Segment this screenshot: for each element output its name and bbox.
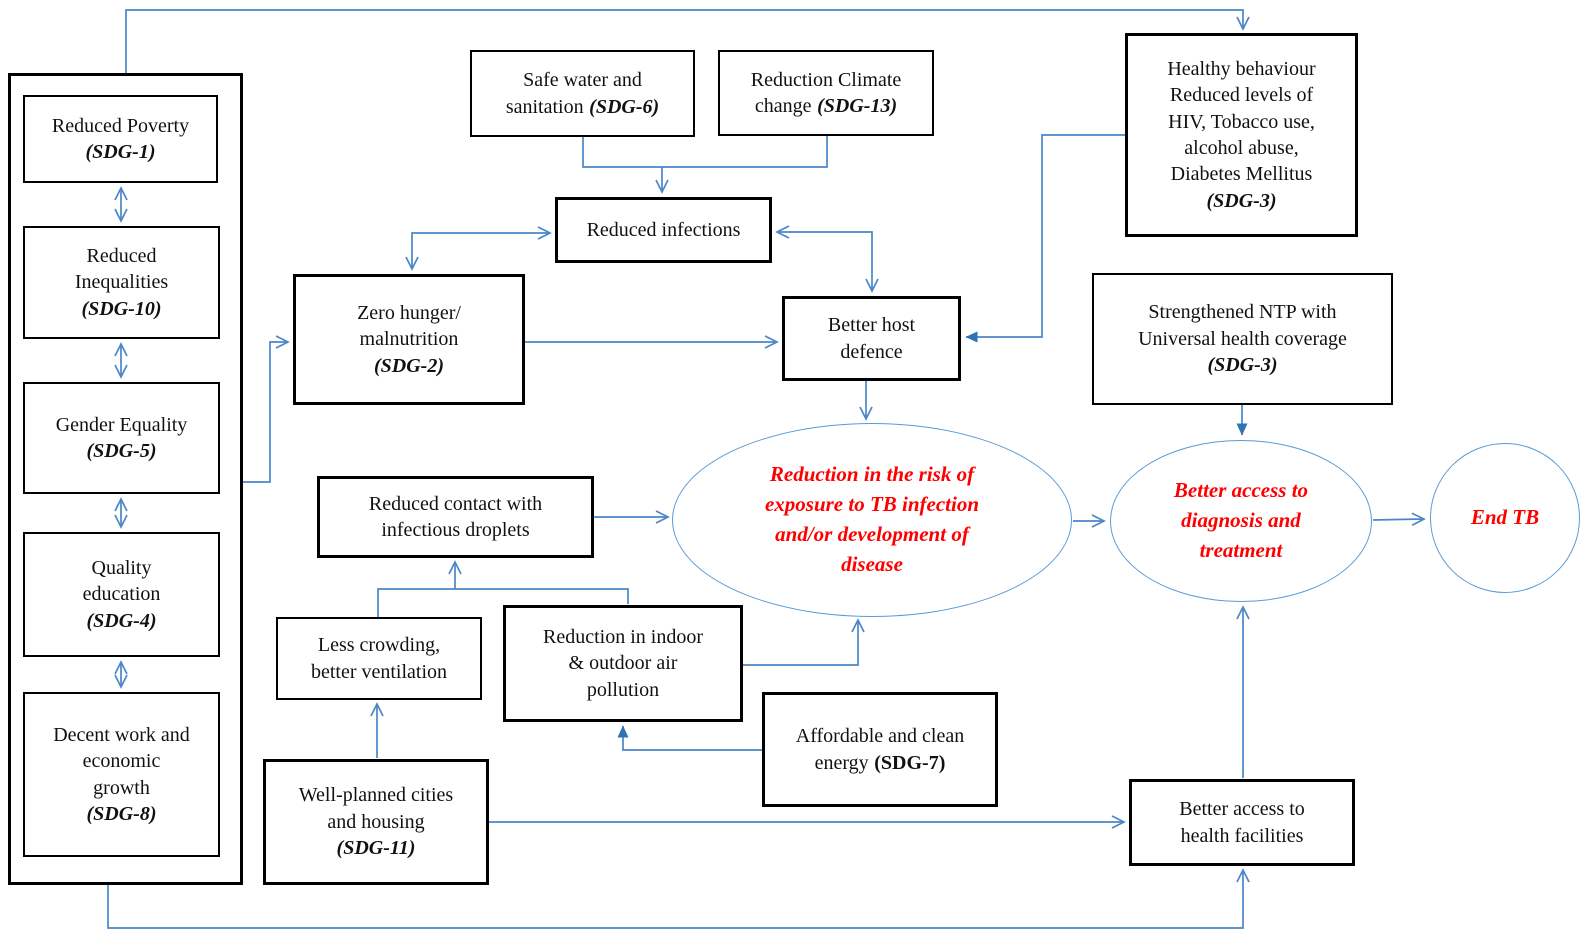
- node-label: Reduced infections: [586, 218, 741, 241]
- node-reduced-inequalities: Reduced Inequalities (SDG-10): [23, 226, 220, 339]
- sdg-tag: (SDG-6): [589, 95, 660, 118]
- node-zero-hunger: Zero hunger/ malnutrition (SDG-2): [293, 274, 525, 405]
- arrow-zero-hunger-reduced-infections: [405, 226, 552, 271]
- node-affordable-energy: Affordable and clean energy(SDG-7): [762, 692, 998, 807]
- sdg-tag: (SDG-7): [874, 751, 946, 774]
- node-well-planned-cities: Well-planned cities and housing (SDG-11): [263, 759, 489, 885]
- node-label: Reduction in indoor & outdoor air pollut…: [543, 625, 703, 701]
- node-label: Reduction Climate change: [750, 68, 902, 117]
- node-less-crowding: Less crowding, better ventilation: [276, 617, 482, 700]
- node-label: Safe water and sanitation: [505, 69, 642, 118]
- sdg-tag: (SDG-1): [85, 141, 156, 163]
- node-label: Quality education: [82, 556, 161, 606]
- node-reduced-contact: Reduced contact with infectious droplets: [317, 476, 594, 558]
- outcome-label: Reduction in the risk of exposure to TB …: [764, 462, 980, 576]
- outcome-risk-reduction-ellipse: Reduction in the risk of exposure to TB …: [672, 423, 1072, 617]
- node-safe-water: Safe water and sanitation(SDG-6): [470, 50, 695, 137]
- node-better-host-defence: Better host defence: [782, 296, 961, 381]
- sdg-tag: (SDG-13): [817, 95, 898, 117]
- node-label: Zero hunger/ malnutrition: [357, 301, 461, 351]
- node-quality-education: Quality education (SDG-4): [23, 532, 220, 657]
- node-label: Strengthened NTP with Universal health c…: [1138, 301, 1347, 350]
- node-strengthened-ntp: Strengthened NTP with Universal health c…: [1092, 273, 1393, 405]
- node-label: Less crowding, better ventilation: [310, 634, 448, 683]
- arrow-pollution-to-risk-ellipse: [743, 618, 865, 666]
- sdg-tag: (SDG-3): [1206, 189, 1277, 212]
- node-label: Reduced contact with infectious droplets: [368, 492, 543, 541]
- node-label: Reduced Inequalities: [74, 244, 169, 294]
- node-label: Healthy behaviour Reduced levels of HIV,…: [1167, 57, 1316, 186]
- node-label: Reduced Poverty: [51, 114, 190, 137]
- outcome-label: Better access to diagnosis and treatment: [1173, 478, 1309, 562]
- outcome-access-diagnosis-ellipse: Better access to diagnosis and treatment: [1110, 440, 1372, 602]
- arrow-access-to-end-tb: [1372, 512, 1426, 526]
- sdg-tag: (SDG-8): [86, 802, 157, 825]
- arrow-reduced-infections-better-host: [775, 225, 879, 293]
- sdg-tag: (SDG-2): [374, 354, 444, 377]
- node-climate-change: Reduction Climate change(SDG-13): [718, 50, 934, 136]
- node-label: Better host defence: [827, 314, 916, 363]
- node-gender-equality: Gender Equality (SDG-5): [23, 382, 220, 494]
- sdg-tag: (SDG-11): [336, 837, 416, 860]
- node-health-facilities: Better access to health facilities: [1129, 779, 1355, 866]
- node-label: Decent work and economic growth: [53, 723, 190, 799]
- node-label: Better access to health facilities: [1179, 798, 1305, 847]
- node-air-pollution: Reduction in indoor & outdoor air pollut…: [503, 605, 743, 722]
- arrow-energy-to-pollution: [617, 725, 762, 751]
- node-label: Gender Equality: [55, 413, 188, 436]
- node-decent-work: Decent work and economic growth (SDG-8): [23, 692, 220, 857]
- sdg-tag: (SDG-4): [86, 609, 157, 632]
- sdg-tag: (SDG-10): [81, 297, 162, 320]
- sdg-tag: (SDG-5): [86, 440, 157, 462]
- node-label: Affordable and clean energy: [795, 725, 965, 774]
- arrow-column-to-zero-hunger: [243, 335, 290, 483]
- outcome-end-tb-circle: End TB: [1430, 443, 1580, 593]
- node-healthy-behaviour: Healthy behaviour Reduced levels of HIV,…: [1125, 33, 1358, 237]
- outcome-label: End TB: [1470, 505, 1540, 530]
- node-reduced-infections: Reduced infections: [555, 197, 772, 263]
- node-reduced-poverty: Reduced Poverty (SDG-1): [23, 95, 218, 183]
- wire-water-climate-junction: [582, 136, 828, 168]
- sdg-tag: (SDG-3): [1207, 354, 1278, 377]
- node-label: Well-planned cities and housing: [298, 784, 454, 833]
